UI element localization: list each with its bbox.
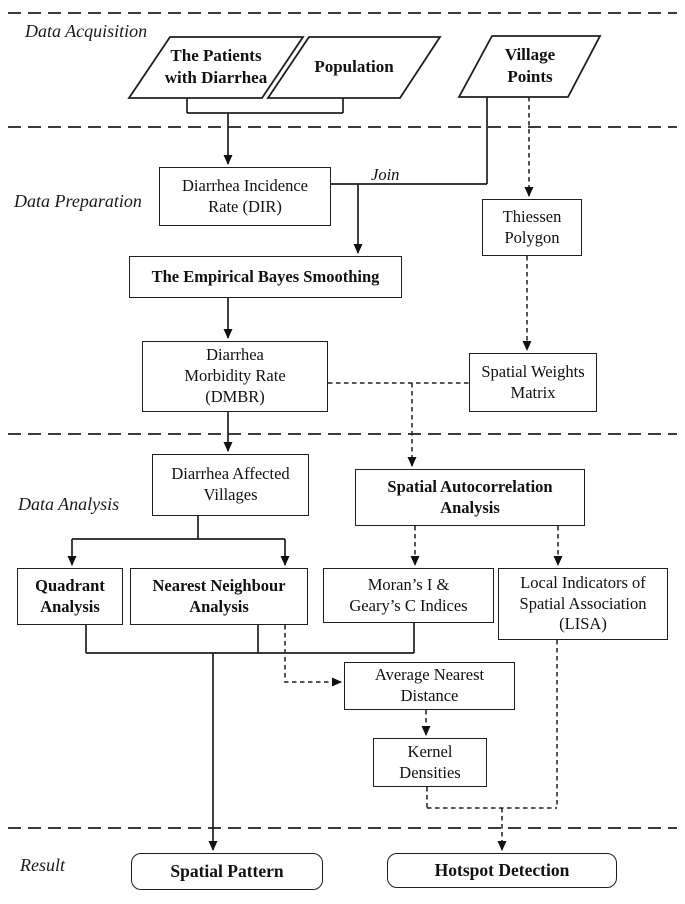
- node-village-points: Village Points: [504, 44, 556, 86]
- parallelogram-shapes: [127, 35, 602, 99]
- node-average-nearest-distance: Average Nearest Distance: [344, 662, 515, 710]
- section-label-data-preparation: Data Preparation: [14, 191, 142, 211]
- section-label-result: Result: [20, 855, 65, 875]
- solid-connectors: [67, 97, 488, 851]
- population-parallelogram: [266, 36, 442, 99]
- node-empirical-bayes-smoothing: The Empirical Bayes Smoothing: [129, 256, 402, 298]
- node-spatial-autocorrelation-analysis: Spatial Autocorrelation Analysis: [355, 469, 585, 526]
- section-label-data-analysis: Data Analysis: [18, 494, 120, 514]
- patients-parallelogram: [127, 36, 305, 99]
- node-hotspot-detection: Hotspot Detection: [387, 853, 617, 888]
- node-patients-with-diarrhea: The Patients with Diarrhea: [164, 45, 268, 87]
- edge-label-join: Join: [371, 165, 400, 184]
- node-lisa: Local Indicators of Spatial Association …: [498, 568, 668, 640]
- edge-nn-to-avg-nearest: [284, 625, 342, 687]
- node-nearest-neighbour-analysis: Nearest Neighbour Analysis: [130, 568, 308, 625]
- section-label-data-acquisition: Data Acquisition: [25, 21, 148, 41]
- node-quadrant-analysis: Quadrant Analysis: [17, 568, 123, 625]
- section-dividers: [8, 12, 677, 829]
- node-diarrhea-incidence-rate: Diarrhea Incidence Rate (DIR): [159, 167, 331, 226]
- node-moran-geary-indices: Moran’s I & Geary’s C Indices: [323, 568, 494, 623]
- node-spatial-weights-matrix: Spatial Weights Matrix: [469, 353, 597, 412]
- node-diarrhea-morbidity-rate: Diarrhea Morbidity Rate (DMBR): [142, 341, 328, 412]
- dashed-connectors: [284, 97, 563, 851]
- node-population: Population: [314, 56, 394, 76]
- village-points-parallelogram: [457, 35, 602, 98]
- node-spatial-pattern: Spatial Pattern: [131, 853, 323, 890]
- node-diarrhea-affected-villages: Diarrhea Affected Villages: [152, 454, 309, 516]
- node-kernel-densities: Kernel Densities: [373, 738, 487, 787]
- node-thiessen-polygon: Thiessen Polygon: [482, 199, 582, 256]
